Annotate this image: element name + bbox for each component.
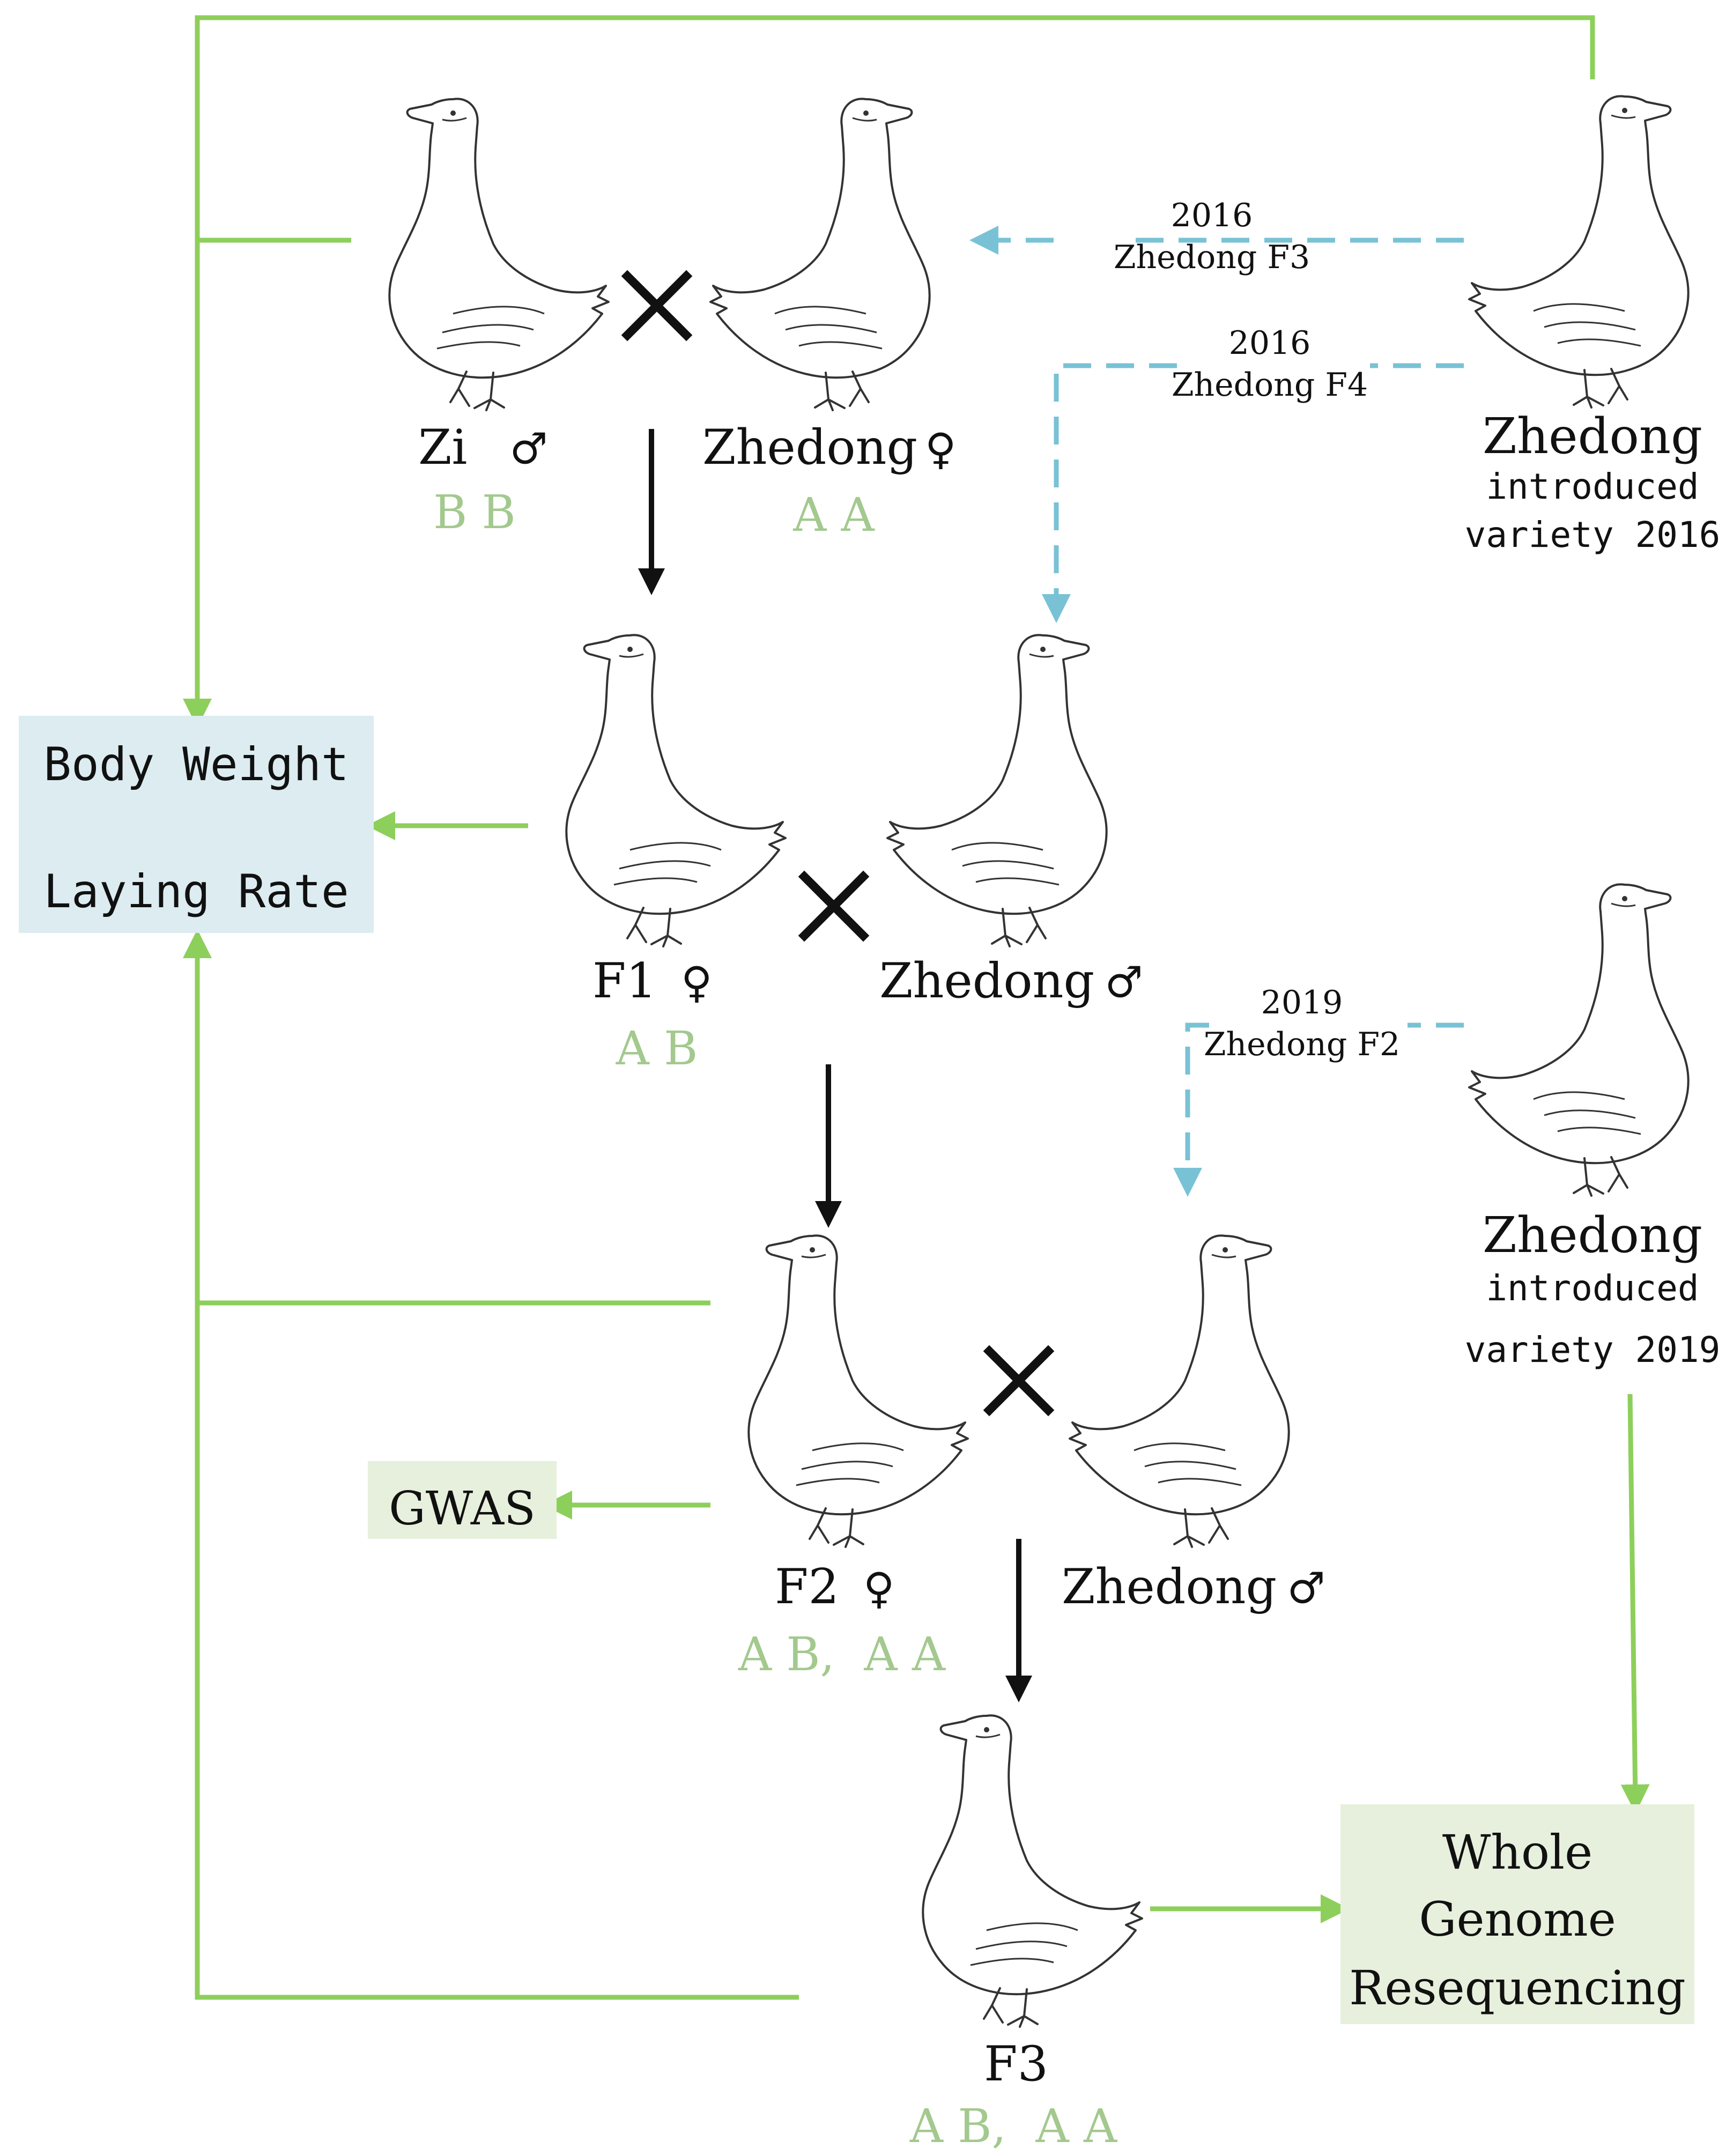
wgs-box: Whole Genome Resequencing <box>1340 1804 1694 2024</box>
goose-icon <box>1069 1234 1290 1548</box>
cross-icon <box>798 870 870 942</box>
dash-label-f2-year: 2019 <box>1261 984 1343 1021</box>
f2-female-name: F2 <box>775 1559 839 1615</box>
f2-male-name: Zhedong <box>1062 1559 1277 1615</box>
intro-2019-name: Zhedong <box>1483 1206 1702 1264</box>
male-symbol: ♂ <box>509 424 548 474</box>
intro-2019-line3: variety 2019 <box>1465 1329 1721 1370</box>
f1-genotype: A B <box>616 1022 698 1076</box>
gwas-box: GWAS <box>368 1461 557 1539</box>
wgs-line-2: Genome <box>1419 1892 1616 1947</box>
intro2019-wgs-arrow <box>1620 1394 1650 1813</box>
intro-2016-name: Zhedong <box>1483 408 1702 465</box>
female-symbol: ♀ <box>863 1564 894 1613</box>
wgs-line-1: Whole <box>1442 1825 1592 1880</box>
trait-body-weight: Body Weight <box>43 738 349 791</box>
p0-male-genotype: B B <box>433 486 516 539</box>
dash-label-f2-line: Zhedong F2 <box>1204 1026 1400 1063</box>
f1-female-name: F1 <box>592 953 657 1009</box>
male-symbol: ♂ <box>1105 958 1143 1007</box>
trait-loop-line <box>183 15 1595 728</box>
goose-icon <box>388 98 610 411</box>
trait-laying-rate: Laying Rate <box>43 865 349 918</box>
f1-male-name: Zhedong <box>879 953 1094 1009</box>
female-symbol: ♀ <box>681 958 712 1007</box>
female-symbol: ♀ <box>925 424 956 474</box>
intro-2019-line2: introduced <box>1486 1268 1699 1309</box>
cross-icon <box>983 1345 1055 1417</box>
feedback-lines <box>183 15 1650 2000</box>
f3-name: F3 <box>984 2036 1048 2092</box>
p0-female-name: Zhedong <box>702 419 917 476</box>
dash-line-f4-b <box>1042 363 1177 623</box>
p0-female-genotype: A A <box>792 488 875 542</box>
wgs-line-3: Resequencing <box>1349 1960 1686 2016</box>
f2-genotype: A B, A A <box>738 1628 946 1681</box>
goose-icon <box>565 634 787 947</box>
dash-label-f3-year: 2016 <box>1171 197 1253 234</box>
dash-label-f4-year: 2016 <box>1229 324 1311 362</box>
male-symbol: ♂ <box>1287 1564 1325 1613</box>
dash-line-f2-b <box>1173 1023 1209 1197</box>
p0-male-name: Zi <box>418 419 467 476</box>
intro-2016-line3: variety 2016 <box>1465 514 1721 555</box>
goose-icon <box>709 98 931 411</box>
gwas-label: GWAS <box>389 1482 536 1536</box>
generation-arrows <box>638 429 1032 1702</box>
dash-label-f3-line: Zhedong F3 <box>1114 239 1310 276</box>
dash-label-f4-line: Zhedong F4 <box>1172 366 1368 404</box>
goose-icon <box>886 634 1108 947</box>
f3-trait-line <box>183 929 799 2000</box>
trait-box: Body Weight Laying Rate <box>19 716 374 933</box>
introduction-lines <box>969 226 1464 1197</box>
f3-genotype: A B, A A <box>909 2100 1117 2153</box>
goose-icon <box>1468 883 1690 1197</box>
goose-icon <box>922 1714 1143 2028</box>
cross-icon <box>621 270 693 342</box>
goose-icon <box>1468 95 1690 409</box>
goose-icon <box>747 1234 969 1548</box>
intro-2016-line2: introduced <box>1486 466 1699 507</box>
